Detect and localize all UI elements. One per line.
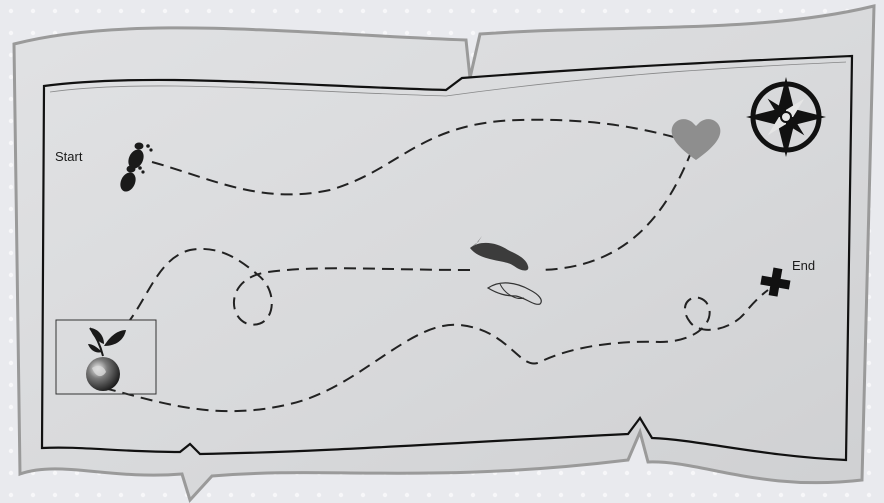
start-label: Start xyxy=(55,149,83,164)
end-label: End xyxy=(792,258,815,273)
